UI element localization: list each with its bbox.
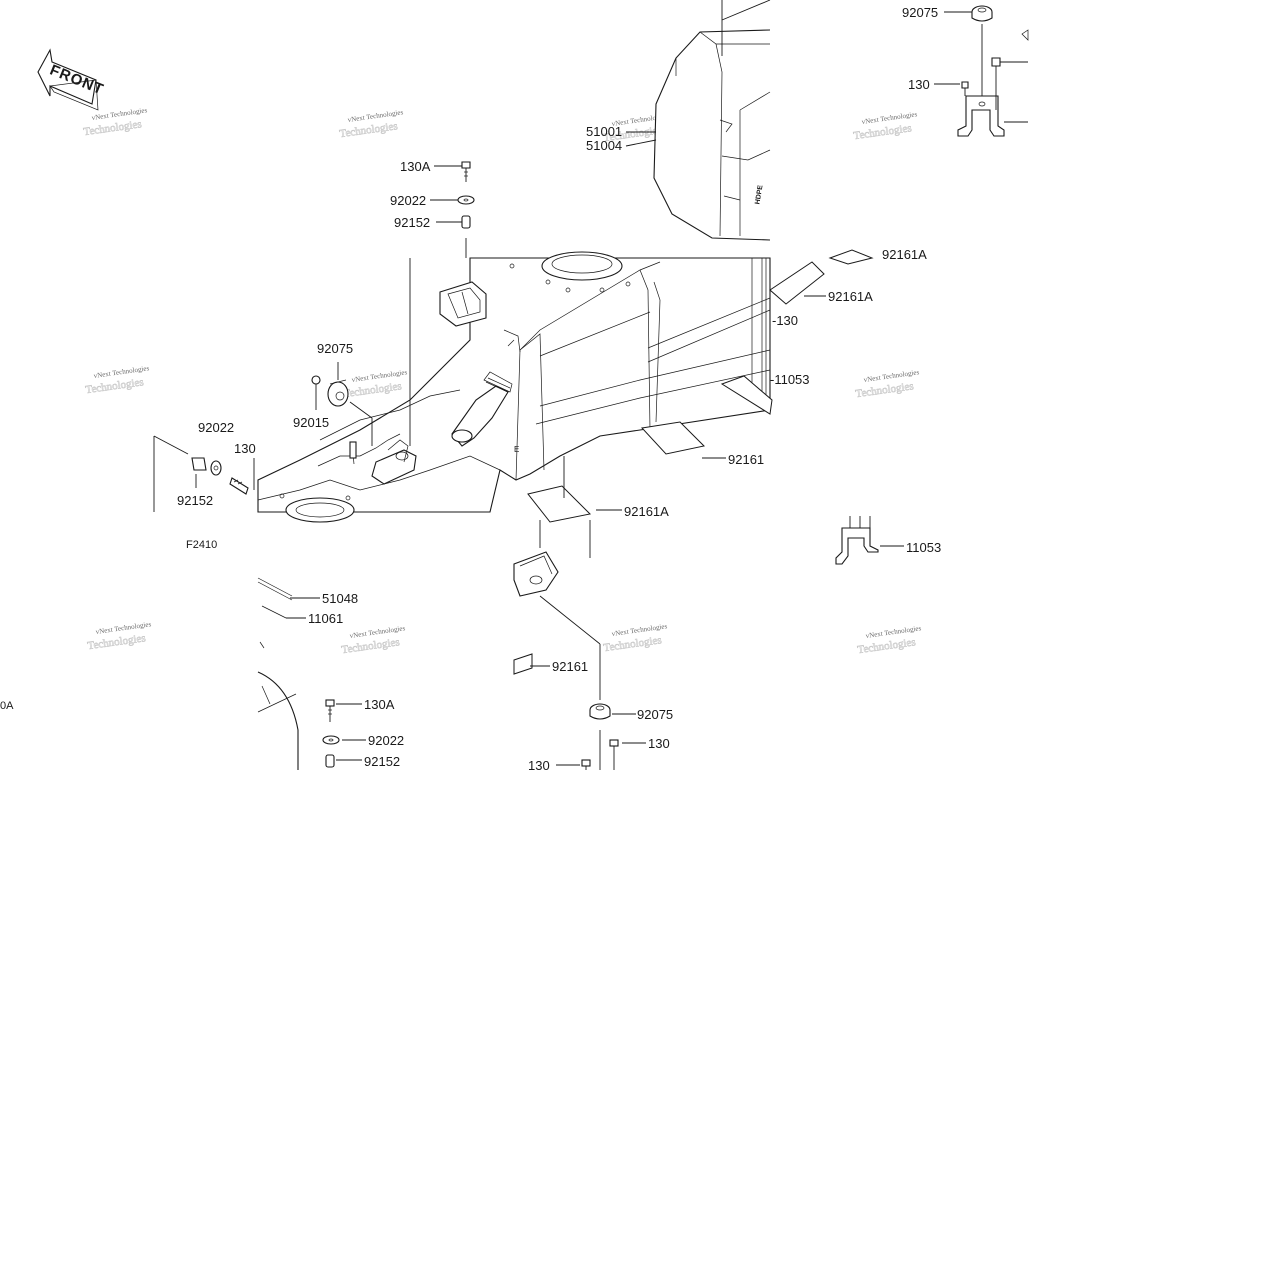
callout-92161A: 92161A — [828, 289, 873, 304]
callout-11061: 11061 — [308, 611, 343, 626]
callout-51004: 51004 — [586, 138, 622, 153]
fastener-group-left — [153, 362, 373, 512]
callout-92022-left: 92022 — [198, 420, 234, 435]
watermark: vNext Technologies Technologies — [852, 110, 917, 142]
callout-130A-edge: 0A — [0, 700, 14, 712]
watermark: vNext Technologies Technologies — [602, 622, 667, 654]
bracket-lower-center — [513, 456, 601, 700]
callout-130A-lower: 130A — [364, 697, 395, 712]
callout-11053-right: -11053 — [770, 372, 810, 387]
callout-92075-lower: 92075 — [637, 707, 673, 722]
pad-11053-right — [720, 375, 773, 415]
callout-92161A-cut: 92161A — [882, 247, 927, 262]
watermark: vNext Technologies Technologies — [856, 624, 921, 656]
callout-130-right: -130 — [772, 313, 798, 328]
callout-92152: 92152 — [394, 215, 430, 230]
fuel-tank-upper: HDPE — [653, 0, 771, 241]
callout-92152-lower: 92152 — [364, 754, 400, 769]
bracket-top-right — [957, 5, 1029, 137]
callout-130: 130 — [908, 77, 930, 92]
callout-11053: 11053 — [906, 540, 941, 555]
fuel-tank-main: E — [257, 251, 771, 523]
callout-51048: 51048 — [322, 591, 358, 606]
watermark: vNext Technologies Technologies — [340, 624, 405, 656]
watermark: vNext Technologies Technologies — [338, 108, 403, 140]
pad-92161A-upper — [769, 261, 825, 305]
watermark: vNext Technologies Technologies — [82, 106, 147, 138]
callout-92022: 92022 — [390, 193, 426, 208]
watermark: vNext Technologies Technologies — [84, 364, 149, 396]
pads — [513, 249, 874, 675]
figure-code: F2410 — [186, 539, 217, 551]
callout-92075: 92075 — [902, 5, 938, 20]
tank-fragment-lower-left — [257, 577, 299, 770]
pad-92161A-lower — [527, 485, 592, 523]
callout-92161-lower: 92161 — [552, 659, 588, 674]
watermark: vNext Technologies Technologies — [86, 620, 151, 652]
callout-92161A-lower: 92161A — [624, 504, 669, 519]
front-arrow-icon: FRONT — [37, 48, 106, 111]
fastener-stack-lower-right — [581, 703, 619, 770]
fastener-stack-lower-left — [322, 699, 340, 768]
callout-92152-left: 92152 — [177, 493, 213, 508]
pad-92161-mid — [640, 421, 706, 455]
watermark: vNext Technologies Technologies — [342, 368, 407, 400]
callout-labels: 92075 130 51001 51004 130A 92022 92152 9… — [0, 5, 941, 773]
pad-92161A-cut — [828, 249, 874, 265]
callout-130-left: 130 — [234, 441, 256, 456]
callout-92075-mid: 92075 — [317, 341, 353, 356]
callout-92022-lower: 92022 — [368, 733, 404, 748]
callout-92161: 92161 — [728, 452, 764, 467]
callout-130-lower-left: 130 — [528, 758, 550, 773]
watermark: vNext Technologies Technologies — [854, 368, 919, 400]
callout-130-lower-right: 130 — [648, 736, 670, 751]
hdpe-decal: HDPE — [754, 184, 764, 205]
leader-lines — [286, 11, 972, 766]
bracket-right-lower — [835, 516, 879, 565]
callout-51001: 51001 — [586, 124, 622, 139]
callout-92015: 92015 — [293, 415, 329, 430]
tank-mark: E — [514, 445, 519, 454]
pad-92161-lower — [513, 653, 533, 675]
callout-130A: 130A — [400, 159, 431, 174]
